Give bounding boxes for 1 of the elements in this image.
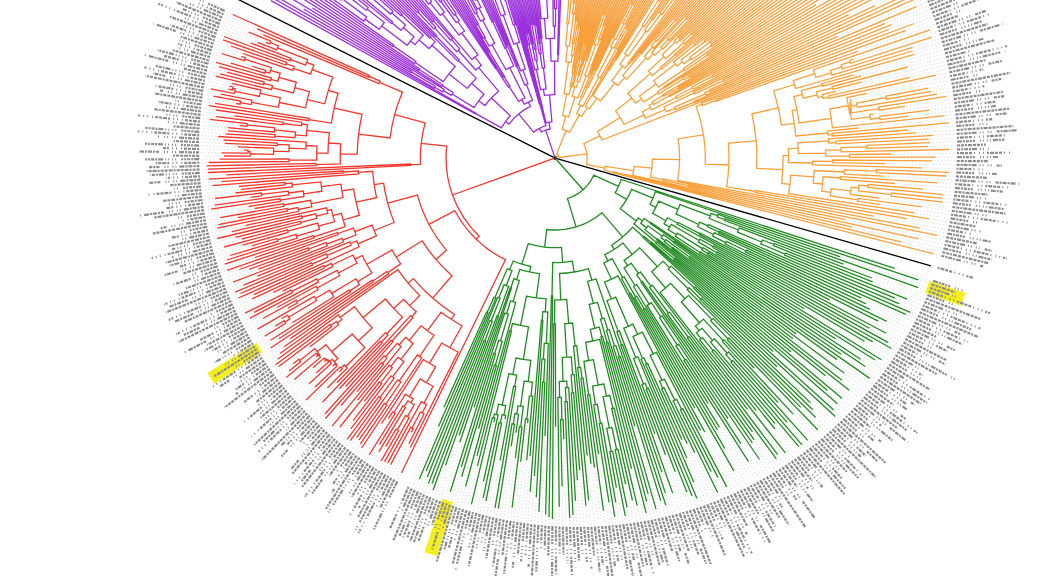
phylogenetic-tree	[136, 0, 1021, 576]
